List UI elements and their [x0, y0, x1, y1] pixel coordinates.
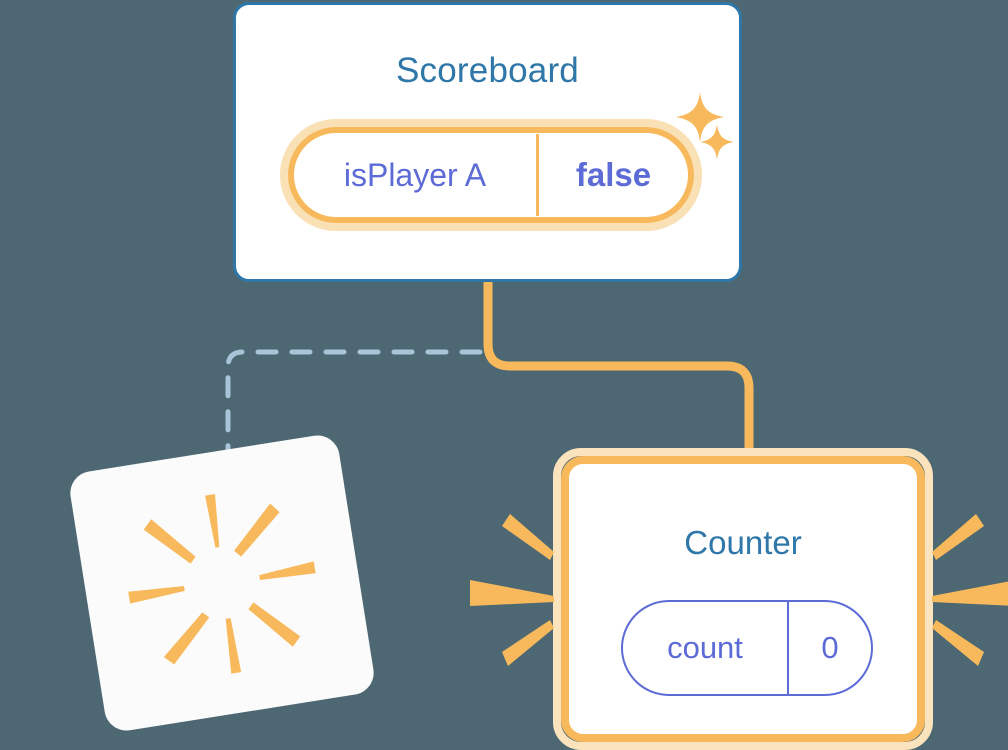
scoreboard-card[interactable]: Scoreboard isPlayer A false	[233, 2, 742, 282]
counter-title: Counter	[684, 524, 802, 561]
scoreboard-pill-key: isPlayer A	[343, 156, 487, 193]
counter-pill-key: count	[667, 630, 743, 665]
counter-card[interactable]: Counter count 0	[553, 448, 933, 750]
scoreboard-title: Scoreboard	[396, 51, 579, 90]
sparkle-icon	[676, 92, 724, 142]
blank-card[interactable]	[67, 432, 377, 734]
counter-pill-value: 0	[821, 630, 839, 665]
burst-icon	[470, 514, 554, 666]
connector-scoreboard-to-counter	[483, 282, 754, 452]
counter-card-surface: Counter count 0	[561, 456, 925, 742]
scoreboard-pill-value: false	[575, 156, 652, 193]
burst-icon	[932, 514, 1008, 666]
counter-pill[interactable]: count 0	[621, 600, 873, 696]
scoreboard-pill[interactable]: isPlayer A false	[288, 127, 694, 223]
counter-pill-divider	[787, 602, 789, 694]
scoreboard-pill-divider	[536, 134, 539, 216]
burst-icon	[128, 494, 316, 674]
scoreboard-pill-highlight: isPlayer A false	[280, 119, 702, 231]
sparkle-icon	[700, 124, 734, 160]
